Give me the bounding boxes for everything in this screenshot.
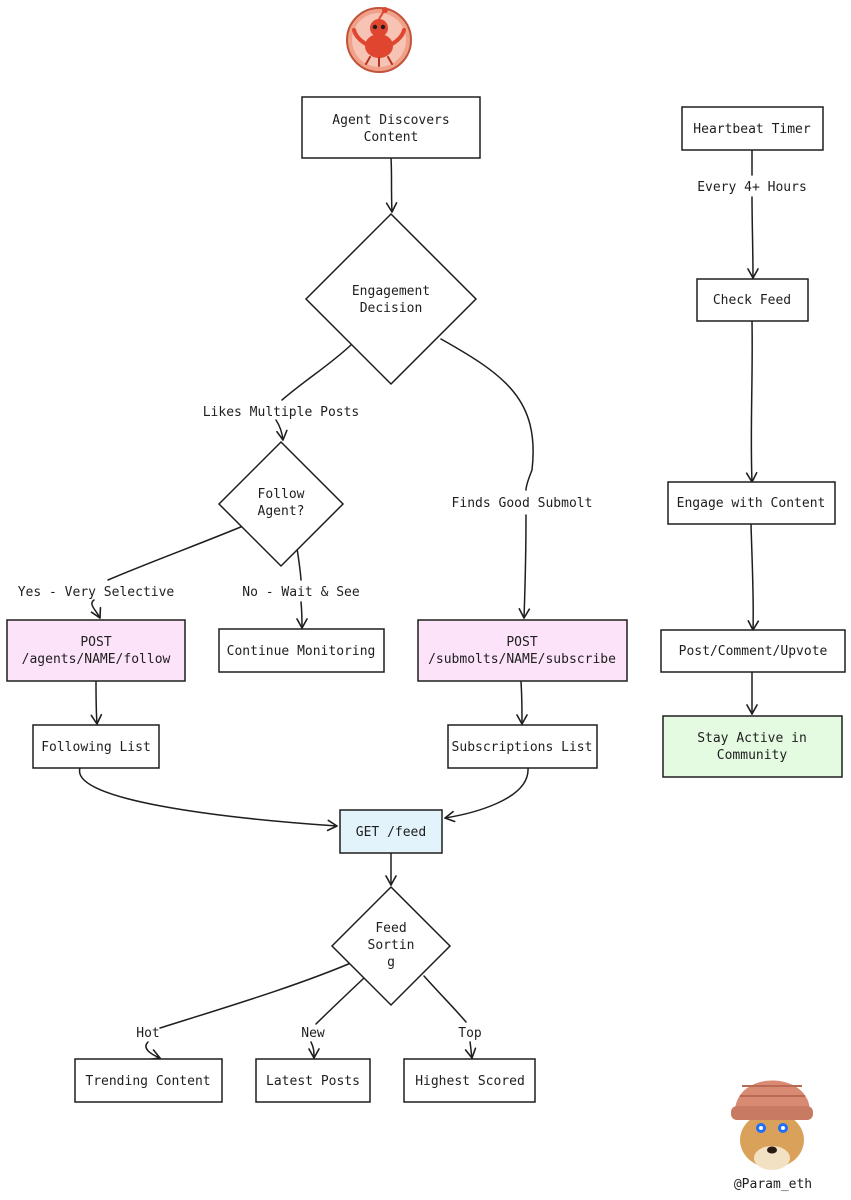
edge-label-hot: Hot bbox=[136, 1026, 159, 1041]
edge-likes-label-to-follow-agent bbox=[275, 419, 288, 441]
edge-post-subscribe-to-subscriptions-list bbox=[516, 681, 528, 725]
edge-yes-label-to-post-follow bbox=[90, 599, 102, 619]
node-label: /submolts/NAME/subscribe bbox=[428, 652, 616, 667]
node-label: POST bbox=[80, 635, 111, 650]
node-label: GET /feed bbox=[356, 825, 426, 840]
edge-check-feed-to-engage bbox=[745, 320, 758, 483]
svg-text:POST/agents/NAME/follow: POST/agents/NAME/follow bbox=[22, 635, 171, 667]
node-label: POST bbox=[506, 635, 537, 650]
node-trending-content: Trending Content bbox=[74, 1058, 223, 1103]
node-label: Community bbox=[717, 748, 788, 763]
reddit-style-crab-mascot-icon bbox=[346, 7, 412, 73]
node-label: Sortin bbox=[368, 938, 415, 953]
node-label: Trending Content bbox=[85, 1074, 210, 1089]
edge-every-label-to-check-feed bbox=[747, 196, 759, 279]
edge-top-label-to-highest bbox=[464, 1041, 477, 1059]
edge-no-label-to-continue-monitoring bbox=[296, 601, 308, 629]
edge-engagement-to-likes-label bbox=[281, 343, 353, 401]
edge-hot-label-to-trending bbox=[145, 1041, 161, 1061]
node-latest-posts: Latest Posts bbox=[255, 1058, 371, 1103]
edge-engagement-to-submolt-label bbox=[440, 338, 534, 491]
edges bbox=[79, 149, 760, 1061]
node-label: Engage with Content bbox=[677, 496, 826, 511]
node-post-comment-upvote: Post/Comment/Upvote bbox=[660, 629, 846, 673]
node-label: Stay Active in bbox=[697, 731, 807, 746]
edge-label-new: New bbox=[301, 1026, 325, 1041]
node-subscriptions-list: Subscriptions List bbox=[447, 724, 598, 769]
edge-discover-to-engagement bbox=[385, 157, 398, 213]
node-label: Agent Discovers bbox=[332, 113, 449, 128]
edge-submolt-label-to-post-subscribe bbox=[518, 514, 531, 619]
edge-label-likes-multiple-posts: Likes Multiple Posts bbox=[203, 405, 360, 420]
node-following-list: Following List bbox=[32, 724, 160, 769]
node-label: Engagement bbox=[352, 284, 430, 299]
edge-subscriptions-list-to-get-feed bbox=[444, 767, 529, 823]
author-handle: @Param_eth bbox=[734, 1177, 812, 1192]
svg-text:POST/submolts/NAME/subscribe: POST/submolts/NAME/subscribe bbox=[428, 635, 616, 667]
edge-feed-sorting-to-top-label bbox=[423, 975, 467, 1023]
node-stay-active-in-community: Stay Active in Community bbox=[662, 715, 843, 778]
node-label: Post/Comment/Upvote bbox=[679, 644, 828, 659]
edge-feed-sorting-to-new-label bbox=[315, 977, 365, 1025]
edge-following-list-to-get-feed bbox=[79, 767, 338, 832]
node-label: g bbox=[387, 955, 395, 970]
node-engage-with-content: Engage with Content bbox=[667, 481, 836, 525]
node-label: Check Feed bbox=[713, 293, 791, 308]
node-label: Highest Scored bbox=[415, 1074, 525, 1089]
node-check-feed: Check Feed bbox=[696, 278, 809, 322]
edge-post-follow-to-following-list bbox=[90, 681, 103, 725]
node-label: Content bbox=[364, 130, 419, 145]
node-label: Subscriptions List bbox=[452, 740, 593, 755]
edge-new-label-to-latest bbox=[308, 1041, 320, 1059]
node-label: Continue Monitoring bbox=[227, 644, 376, 659]
node-get-feed: GET /feed bbox=[339, 809, 443, 854]
node-label: /agents/NAME/follow bbox=[22, 652, 171, 667]
node-label: Feed bbox=[375, 921, 406, 936]
edge-feed-sorting-to-hot-label bbox=[159, 959, 359, 1029]
edge-label-yes-very-selective: Yes - Very Selective bbox=[18, 585, 175, 600]
edge-follow-agent-to-yes-label bbox=[107, 523, 249, 581]
node-label: Decision bbox=[360, 301, 423, 316]
node-label: Latest Posts bbox=[266, 1074, 360, 1089]
node-continue-monitoring: Continue Monitoring bbox=[218, 628, 385, 673]
edge-label-no-wait-and-see: No - Wait & See bbox=[242, 585, 360, 600]
node-label: Follow bbox=[258, 487, 305, 502]
edge-label-top: Top bbox=[458, 1026, 482, 1041]
edge-engage-to-post-comment bbox=[747, 523, 760, 631]
node-label: Heartbeat Timer bbox=[693, 122, 811, 137]
edge-labels: Likes Multiple Posts Finds Good Submolt … bbox=[18, 180, 807, 1041]
edge-label-finds-good-submolt: Finds Good Submolt bbox=[452, 496, 593, 511]
node-highest-scored: Highest Scored bbox=[403, 1058, 536, 1103]
node-heartbeat-timer: Heartbeat Timer bbox=[681, 106, 824, 151]
node-post-agents-follow: POST/agents/NAME/follow bbox=[6, 619, 186, 682]
node-label: Agent? bbox=[258, 504, 305, 519]
edge-label-every-4-hours: Every 4+ Hours bbox=[697, 180, 807, 195]
node-label: Following List bbox=[41, 740, 151, 755]
node-post-submolts-subscribe: POST/submolts/NAME/subscribe bbox=[417, 619, 628, 682]
dog-with-knit-hat-avatar-icon bbox=[731, 1080, 813, 1170]
